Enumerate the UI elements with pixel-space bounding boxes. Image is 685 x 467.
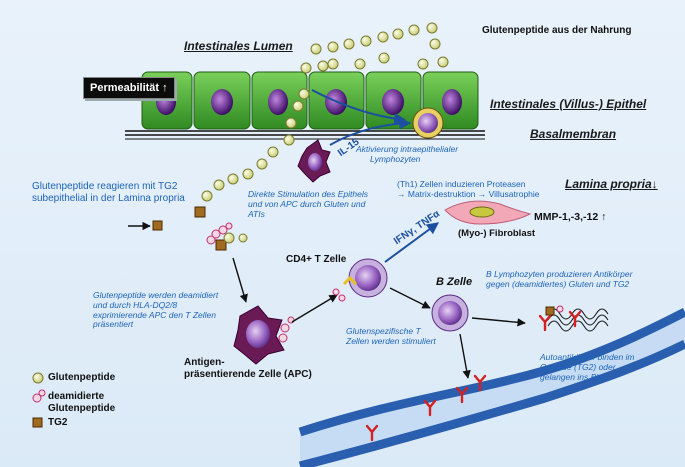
bcell-line: gegen (deamidiertes) Gluten und TG2 — [486, 278, 630, 289]
arrow-bcell-blood — [459, 333, 471, 379]
stim-line: Zellen werden stimuliert — [346, 335, 436, 346]
basalmembran-label: Basalmembran — [530, 127, 617, 141]
deamid-line: und durch HLA-DQ2/8 — [93, 299, 178, 310]
bcell-text: B Lymphozyten produzieren Antikörper geg… — [486, 269, 633, 290]
legend-symbols — [32, 372, 46, 428]
epithel-label: Intestinales (Villus-) Epithel — [490, 97, 647, 111]
apc-line: präsentierende Zelle (APC) — [184, 368, 312, 380]
th1-line: (Th1) Zellen induzieren Proteasen — [397, 179, 526, 189]
direct-line: Direkte Stimulation des Epithels — [248, 189, 369, 199]
deamid-line: präsentiert — [93, 319, 134, 330]
legend-gluten: Glutenpeptide — [48, 372, 116, 383]
autoab-line: Autoantikörper binden im — [540, 352, 635, 362]
tg2-complex — [194, 206, 248, 251]
tg2-square — [152, 220, 163, 231]
mmp-label: MMP-1,-3,-12 ↑ — [534, 211, 607, 223]
tissue-fibres — [545, 305, 609, 332]
intraepithelial-lymphocyte — [412, 107, 444, 139]
arrow-to-bcell — [389, 287, 431, 309]
epithelial-cell — [251, 71, 308, 130]
gluten-peptides — [201, 22, 449, 202]
apc-epithelial — [297, 139, 331, 183]
legend-deamidated-icon — [32, 393, 42, 403]
antibodies — [365, 310, 582, 442]
legend-deamidated: deamidierte Glutenpeptide — [48, 391, 115, 414]
tg2-text-line: Glutenpeptide reagieren mit TG2 — [32, 181, 178, 192]
direct-stimulation-text: Direkte Stimulation des Epithels und von… — [248, 189, 369, 219]
stimulation-text: Glutenspezifische T Zellen werden stimul… — [346, 326, 436, 347]
iel-line: Aktivierung intraepithelialer — [356, 144, 459, 154]
arrow-to-cd4 — [291, 294, 338, 323]
autoab-line: Gewebe (TG2) oder — [540, 361, 616, 372]
apc-label: Antigen- präsentierende Zelle (APC) — [184, 357, 312, 380]
th1-text: (Th1) Zellen induzieren Proteasen → Matr… — [397, 179, 540, 200]
b-cell — [431, 294, 469, 332]
autoantibody-text: Autoantikörper binden im Gewebe (TG2) od… — [540, 352, 635, 382]
tg2-reaction-text: Glutenpeptide reagieren mit TG2 subepith… — [32, 181, 185, 204]
iel-text: Aktivierung intraepithelialer Lymphozyte… — [356, 144, 459, 165]
direct-line: und von APC durch Gluten und — [248, 198, 366, 209]
bcell-label: B Zelle — [436, 276, 473, 288]
iel-line: Lymphozyten — [370, 153, 421, 164]
apc-line: Antigen- — [184, 357, 225, 368]
fibroblast-label: (Myo-) Fibroblast — [458, 228, 536, 239]
stim-line: Glutenspezifische T — [346, 326, 421, 336]
blood-vessel — [298, 307, 685, 467]
th1-line: → Matrix-destruktion → Villusatrophie — [397, 188, 540, 199]
ifn-arrow — [384, 222, 439, 263]
antigen-presenting-cell — [233, 305, 295, 365]
legend-deamid-line: deamidierte — [48, 391, 105, 402]
bcell-line: B Lymphozyten produzieren Antikörper — [486, 269, 633, 279]
lumen-label: Intestinales Lumen — [184, 39, 293, 53]
tg2-text-line: subepithelial in der Lamina propria — [32, 192, 185, 204]
legend-tg2: TG2 — [48, 417, 68, 428]
autoab-line: gelangen ins Blut — [540, 371, 606, 382]
epithelial-cell — [193, 71, 251, 130]
cd4-t-cell — [332, 258, 388, 302]
diagram-title: Glutenpeptide aus der Nahrung — [482, 25, 632, 36]
legend-gluten-icon — [32, 372, 44, 384]
arrow-bcell-tissue — [471, 317, 526, 327]
lamina-label: Lamina propria↓ — [565, 177, 658, 191]
permeability-badge: Permeabilität ↑ — [83, 77, 175, 99]
direct-line: ATIs — [248, 208, 265, 219]
arrow-to-apc — [232, 257, 248, 303]
deamid-line: exprimierende APC den T Zellen — [93, 309, 216, 320]
deamid-line: Glutenpeptide werden deamidiert — [93, 290, 219, 300]
myofibroblast — [444, 200, 532, 225]
deamidation-text: Glutenpeptide werden deamidiert und durc… — [93, 290, 219, 330]
legend-tg2-icon — [32, 417, 43, 428]
il15-arrows — [311, 89, 412, 146]
legend-deamid-line: Glutenpeptide — [48, 402, 116, 414]
cd4-label: CD4+ T Zelle — [286, 254, 347, 265]
